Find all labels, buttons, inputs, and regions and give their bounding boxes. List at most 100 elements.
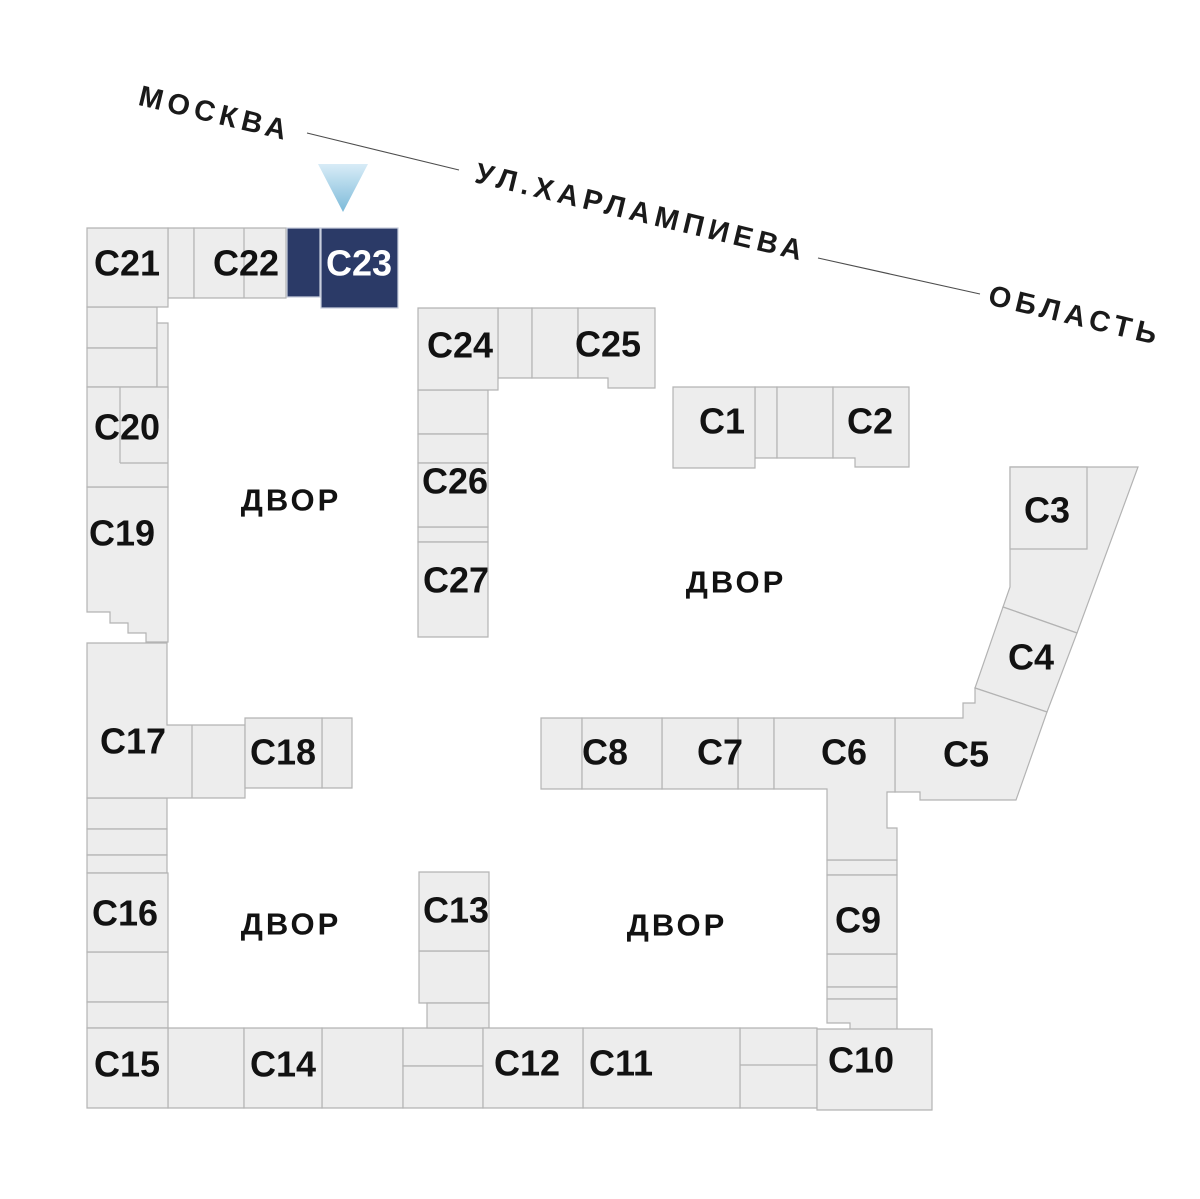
building-c2-shape: [832, 386, 910, 468]
building-c22[interactable]: С22: [193, 227, 287, 299]
building-c3[interactable]: С3: [1009, 466, 1088, 550]
building-c4[interactable]: С4: [974, 606, 1078, 713]
building-c11[interactable]: С11: [582, 1027, 741, 1109]
building-c2[interactable]: С2: [832, 386, 910, 468]
building-c15-shape: [86, 1027, 169, 1109]
building-c3-shape: [1009, 466, 1088, 550]
block: [776, 386, 834, 459]
building-c1[interactable]: С1: [672, 386, 756, 469]
block: [167, 227, 195, 299]
building-c24-shape: [417, 307, 499, 391]
building-c7-label: С7: [697, 732, 743, 773]
block: [497, 307, 533, 379]
street-label-moscow: МОСКВА: [136, 80, 295, 147]
building-c13[interactable]: С13: [418, 871, 490, 952]
block: [418, 950, 490, 1004]
street-label-kharlampieva: УЛ.ХАРЛАМПИЕВА: [472, 158, 810, 269]
building-c23-shape: [286, 227, 321, 298]
building-c5-label: С5: [943, 734, 989, 775]
building-c19-label: С19: [89, 513, 155, 554]
building-c18-label: С18: [250, 732, 316, 773]
building-c18-shape: [244, 717, 323, 789]
building-c4-label: С4: [1008, 637, 1054, 678]
building-c22-shape: [193, 227, 287, 299]
block: [826, 953, 898, 988]
building-c16[interactable]: С16: [86, 872, 169, 953]
building-c14[interactable]: С14: [243, 1027, 323, 1109]
building-c16-shape: [86, 872, 169, 953]
courtyard-label-bottom-left: ДВОР: [241, 907, 342, 942]
building-c16-label: С16: [92, 893, 158, 934]
block: [86, 306, 158, 349]
building-c23-selected[interactable]: С23: [286, 227, 399, 309]
building-c6-label: С6: [821, 732, 867, 773]
building-c12-shape: [482, 1027, 584, 1109]
building-c21-label: С21: [94, 243, 160, 284]
block: [167, 1027, 245, 1109]
building-c19[interactable]: С19: [86, 486, 169, 643]
block: [417, 526, 489, 543]
building-c5[interactable]: С5: [894, 687, 1048, 801]
block: [417, 433, 489, 464]
block: [321, 717, 353, 789]
building-c24[interactable]: С24: [417, 307, 499, 391]
block: [86, 1001, 169, 1029]
building-c25-shape: [577, 307, 656, 389]
building-c25[interactable]: С25: [575, 307, 656, 389]
building-c18[interactable]: С18: [244, 717, 323, 789]
building-c9-shape: [826, 874, 898, 955]
block: [321, 1027, 404, 1109]
building-c22-label: С22: [213, 243, 279, 284]
building-c14-label: С14: [250, 1044, 316, 1085]
building-c15[interactable]: С15: [86, 1027, 169, 1109]
building-c8-label: С8: [582, 732, 628, 773]
block: [86, 347, 158, 388]
building-c26-shape: [417, 462, 489, 528]
building-c10-shape: [816, 1028, 933, 1111]
building-c20[interactable]: С20: [86, 386, 169, 488]
block: [86, 854, 168, 874]
building-c1-label: С1: [699, 401, 745, 442]
building-c26[interactable]: С26: [417, 461, 489, 528]
block: [754, 386, 778, 459]
block: [86, 797, 168, 830]
building-c20-label: С20: [94, 407, 160, 448]
building-c5-shape: [894, 687, 1048, 801]
courtyard-label-bottom-right: ДВОР: [627, 908, 728, 943]
building-c14-shape: [243, 1027, 323, 1109]
block: [402, 1027, 484, 1067]
block: [826, 998, 898, 1033]
block: [426, 1002, 490, 1029]
street-guide-line-left: [306, 132, 460, 171]
building-c6-shape: [773, 717, 898, 861]
building-c27-label: С27: [423, 560, 489, 601]
building-c21-shape: [86, 227, 169, 308]
building-c24-label: С24: [427, 325, 493, 366]
building-c12[interactable]: С12: [482, 1027, 584, 1109]
building-c11-label: С11: [589, 1043, 653, 1084]
building-c10[interactable]: С10: [816, 1028, 933, 1111]
building-c8[interactable]: С8: [581, 717, 663, 790]
building-c20-shape: [86, 386, 169, 488]
building-c3-label: С3: [1024, 490, 1070, 531]
building-c9-label: С9: [835, 900, 881, 941]
building-c6[interactable]: С6: [773, 717, 898, 861]
building-c13-shape: [418, 871, 490, 952]
street-label-oblast: ОБЛАСТЬ: [985, 280, 1165, 352]
building-c21[interactable]: С21: [86, 227, 169, 308]
building-c7[interactable]: С7: [661, 717, 743, 790]
courtyard-label-top-left: ДВОР: [241, 483, 342, 518]
building-c2-label: С2: [847, 401, 893, 442]
building-c17[interactable]: С17: [86, 642, 246, 799]
block: [739, 1027, 818, 1109]
block: [86, 828, 168, 856]
block: [86, 951, 169, 1003]
building-c1-shape: [672, 386, 756, 469]
building-c9[interactable]: С9: [826, 874, 898, 955]
building-c27-shape: [417, 541, 489, 638]
building-c27[interactable]: С27: [417, 541, 489, 638]
block: [737, 717, 775, 790]
building-c23-shape: [320, 227, 399, 309]
